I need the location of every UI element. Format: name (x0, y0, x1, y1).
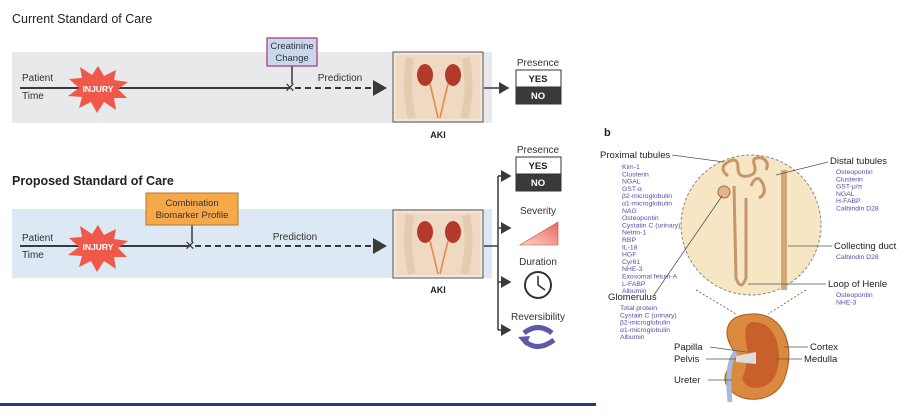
bottom-rule (0, 403, 596, 406)
proposed-yes-label: YES (528, 161, 547, 172)
current-yes-label: YES (528, 74, 547, 85)
proximal-marker-item: Kim-1 (622, 164, 640, 171)
current-no-box (515, 86, 562, 105)
distal-marker-item: Calbindin D28 (836, 206, 879, 213)
current-injury-label: INJURY (83, 84, 114, 94)
pelvis-label: Pelvis (674, 354, 700, 365)
glomerulus-marker-item: Total protein (620, 305, 657, 312)
distal-marker-item: Clusterin (836, 176, 863, 183)
current-aki-label: AKI (430, 130, 446, 140)
proposed-patient-label: Patient (22, 233, 53, 244)
kidney-cross-section (695, 289, 807, 403)
combination-biomarker-box (145, 192, 239, 226)
collecting-marker-item: Calbindin D28 (836, 254, 879, 261)
combo-line2: Biomarker Profile (156, 210, 229, 221)
proximal-marker-item: β2-microglobulin (622, 193, 672, 200)
current-patient-label: Patient (22, 73, 53, 84)
proximal-marker-item: NAG (622, 208, 637, 215)
proximal-marker-item: RBP (622, 237, 636, 244)
severity-label: Severity (520, 206, 556, 217)
proximal-marker-item: Cyr61 (622, 259, 640, 266)
proposed-no-label: NO (531, 178, 545, 189)
current-prediction-label: Prediction (318, 73, 362, 84)
current-title: Current Standard of Care (12, 12, 152, 26)
henle-marker-item: NHE-3 (836, 299, 857, 306)
reversibility-label: Reversibility (511, 312, 565, 323)
reversibility-arrow-icon (518, 325, 556, 349)
proposed-title: Proposed Standard of Care (12, 174, 174, 188)
current-aki-image (392, 51, 484, 123)
collecting-title: Collecting duct (834, 241, 897, 252)
clock-icon (524, 271, 552, 299)
duration-label: Duration (519, 257, 557, 268)
creatinine-line1: Creatinine (270, 41, 313, 52)
glomerulus-title: Glomerulus (608, 292, 657, 303)
collecting-marker-list: Calbindin D28 (836, 254, 879, 261)
glomerulus-marker-item: Albumin (620, 334, 645, 341)
proximal-marker-item: Exosomal fetuin-A (622, 274, 678, 281)
proximal-marker-list: Kim-1ClusterinNGALGST-αβ2-microglobulinα… (622, 164, 681, 295)
distal-marker-list: OsteopontinClusterinGST-μ/πNGALH-FABPCal… (836, 169, 879, 213)
panel-a: Current Standard of Care Patient Time IN… (0, 12, 596, 406)
current-time-label: Time (22, 91, 44, 102)
distal-title: Distal tubules (830, 156, 887, 167)
proximal-marker-item: Netrin-1 (622, 230, 646, 237)
current-x-marker: ✕ (285, 80, 296, 95)
glomerulus-marker-item: α1-microglobulin (620, 327, 670, 334)
proximal-marker-item: L-FABP (622, 281, 646, 288)
papilla-label: Papilla (674, 342, 703, 353)
current-injury-burst: INJURY (68, 66, 128, 113)
henle-marker-item: Osteopontin (836, 292, 873, 299)
proposed-aki-label: AKI (430, 285, 446, 295)
proximal-marker-item: α1-microglobulin (622, 201, 672, 208)
severity-ramp-icon (518, 221, 559, 246)
proposed-injury-label: INJURY (83, 242, 114, 252)
proximal-marker-item: Clusterin (622, 171, 649, 178)
nephron-illustration (680, 154, 822, 296)
current-presence-label: Presence (517, 58, 560, 69)
proximal-marker-item: Osteopontin (622, 215, 659, 222)
proximal-marker-item: HGF (622, 252, 636, 259)
proposed-aki-image (392, 209, 484, 279)
ureter-label: Ureter (674, 375, 700, 386)
proposed-presence-label: Presence (517, 145, 560, 156)
proximal-marker-item: IL-18 (622, 244, 638, 251)
proximal-title: Proximal tubules (600, 150, 670, 161)
glomerulus-marker-item: Cystain C (urinary) (620, 312, 677, 319)
distal-marker-item: Osteopontin (836, 169, 873, 176)
glomerulus-marker-item: β2-microglobulin (620, 320, 670, 327)
medulla-label: Medulla (804, 354, 838, 365)
proximal-marker-item: Cystatin C (urinary) (622, 222, 681, 229)
distal-marker-item: NGAL (836, 191, 855, 198)
proposed-injury-burst: INJURY (68, 225, 128, 272)
proximal-marker-item: GST-α (622, 186, 642, 193)
cortex-label: Cortex (810, 342, 838, 353)
panel-b-label: b (604, 127, 611, 139)
proposed-no-box (515, 173, 562, 192)
distal-marker-item: GST-μ/π (836, 184, 863, 191)
combo-line1: Combination (165, 198, 218, 209)
distal-marker-item: H-FABP (836, 198, 861, 205)
creatinine-change-box (266, 37, 318, 67)
creatinine-line2: Change (275, 53, 308, 64)
proposed-time-label: Time (22, 250, 44, 261)
proximal-marker-item: NHE-3 (622, 266, 643, 273)
proximal-marker-item: Albumin (622, 288, 647, 295)
current-no-label: NO (531, 91, 545, 102)
proximal-marker-item: NGAL (622, 179, 641, 186)
proposed-prediction-label: Prediction (273, 232, 317, 243)
proposed-x-marker: ✕ (185, 238, 196, 253)
henle-title: Loop of Henle (828, 279, 887, 290)
